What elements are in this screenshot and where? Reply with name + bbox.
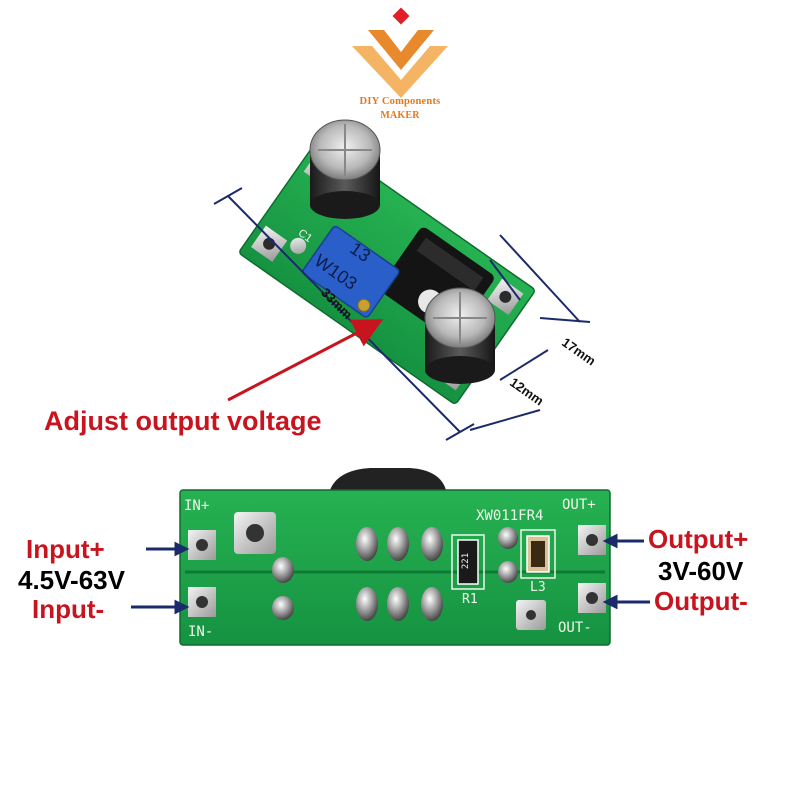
dimension-lines <box>213 187 591 441</box>
capacitor-bottom <box>424 287 496 384</box>
capacitor-top <box>309 119 381 219</box>
logo-sub-text: MAKER <box>380 110 420 121</box>
silk-in-plus: IN+ <box>184 498 210 514</box>
adjust-output-voltage-callout: Adjust output voltage <box>44 406 322 436</box>
silk-in-minus: IN- <box>188 624 214 640</box>
logo-brand-text: DIY Components <box>359 96 441 107</box>
terminal-arrows <box>131 533 650 615</box>
silk-l3: L3 <box>530 580 546 595</box>
top-module-photo <box>213 119 591 441</box>
output-plus-label: Output+ <box>648 524 749 554</box>
input-plus-label: Input+ <box>26 534 105 564</box>
logo-mark <box>352 7 448 98</box>
input-minus-label: Input- <box>32 594 105 624</box>
silk-r1: R1 <box>462 592 478 607</box>
solder-joints <box>272 527 518 621</box>
input-voltage-range: 4.5V-63V <box>18 565 125 595</box>
callout-arrow <box>227 319 384 402</box>
resistor-code: 221 <box>461 552 472 570</box>
silk-part-number: XW011FR4 <box>476 508 544 524</box>
silk-out-minus: OUT- <box>558 620 592 636</box>
output-voltage-range: 3V-60V <box>658 556 744 586</box>
silk-out-plus: OUT+ <box>562 497 596 513</box>
bottom-module-photo <box>131 468 650 646</box>
output-minus-label: Output- <box>654 586 748 616</box>
